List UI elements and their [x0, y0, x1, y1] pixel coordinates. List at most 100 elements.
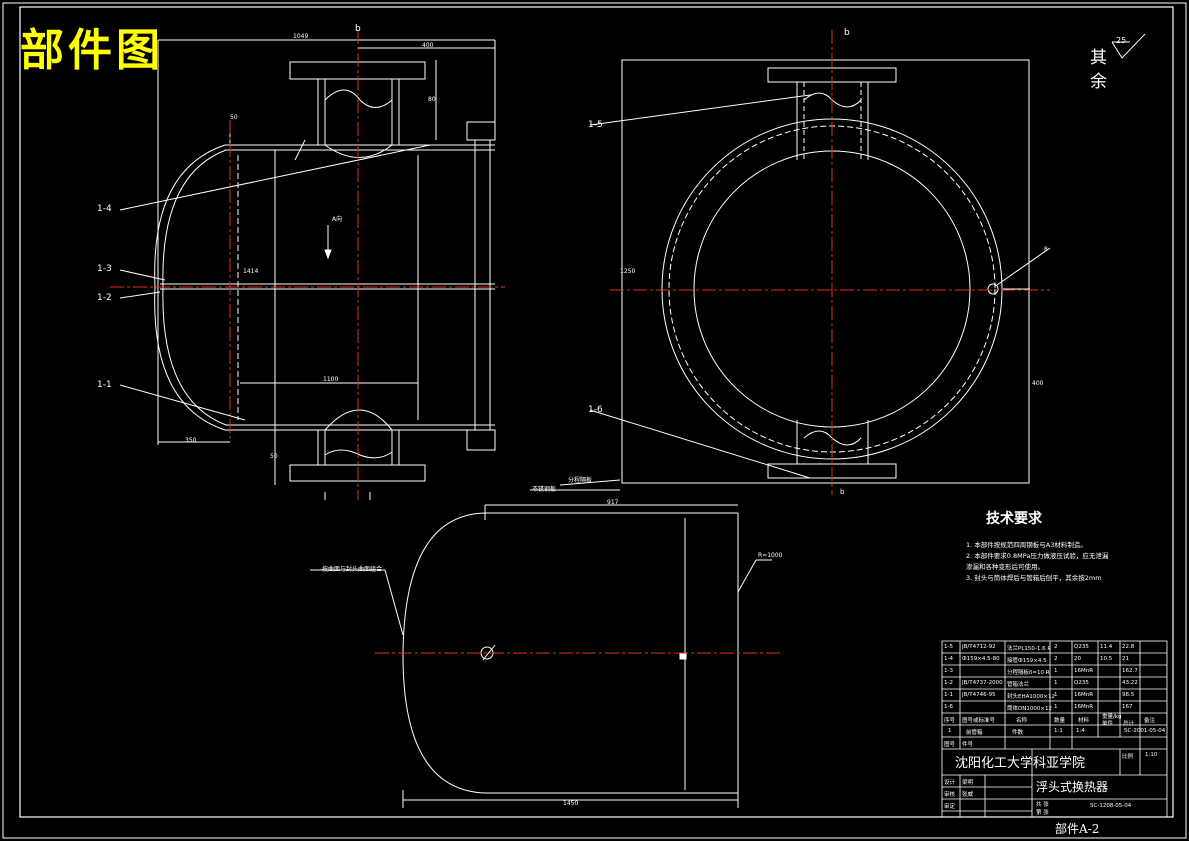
section-mark-left: b — [355, 24, 361, 34]
lower-cell: 1:4 — [1076, 728, 1085, 734]
dim-left-small: 50 — [230, 114, 238, 121]
bom-cell: Q235 — [1074, 644, 1089, 650]
bom-header-cell: 单件 — [1102, 721, 1114, 727]
sheet-code: SC-1208-05-04 — [1090, 803, 1132, 809]
bom-cell: 21 — [1122, 656, 1129, 662]
dim-bottom-width: 1450 — [563, 800, 579, 807]
dim-nozzle-height: 80 — [428, 96, 436, 103]
part-name: 部件A-2 — [1055, 822, 1100, 836]
bom-cell: 1-3 — [944, 668, 953, 674]
tech-requirements-title: 技术要求 — [986, 511, 1042, 527]
title-block-grid — [941, 640, 1168, 818]
bom-cell: 11.4 — [1100, 644, 1113, 650]
bom-cell: 98.5 — [1122, 692, 1135, 698]
dim-bottom-radius: R=1000 — [758, 552, 783, 559]
bom-cell: 10.5 — [1100, 656, 1113, 662]
bom-cell: 1-5 — [944, 644, 953, 650]
bom-header-cell: 备注 — [1144, 718, 1156, 724]
reviewer-name: 张威 — [962, 792, 974, 798]
bom-cell: 封头EHA1000×12 — [1007, 694, 1055, 700]
bom-cell: 筒体DN1000×12 — [1007, 706, 1052, 712]
dim-weld-right: 8 — [1044, 246, 1048, 253]
dim-top-total: 1049 — [293, 33, 309, 40]
lower-cell: 1 — [948, 728, 952, 734]
bom-cell: 2 — [1054, 644, 1058, 650]
mass-header: 重量/kg — [1102, 714, 1122, 720]
dim-height-main: 1414 — [243, 268, 259, 275]
roughness-value: 25 — [1116, 36, 1127, 45]
dim-bottom-top-width: 917 — [607, 499, 619, 506]
bom-cell: 1 — [1054, 680, 1058, 686]
bom-cell: Ф159×4.5-80 — [962, 656, 1000, 662]
lower-cell: 1:1 — [1054, 728, 1063, 734]
bom-cell: 16MnR — [1074, 704, 1094, 710]
callout-1-6: 1-6 — [588, 405, 603, 415]
callout-1-2: 1-2 — [97, 293, 112, 303]
fill-label: 审核 — [944, 792, 956, 798]
sheet-number: 第 张 — [1036, 810, 1049, 816]
school-name: 沈阳化工大学科亚学院 — [955, 756, 1086, 771]
note-partition: 分程隔板 — [568, 477, 593, 484]
section-mark-right: b — [844, 28, 850, 38]
bom-cell: 22.8 — [1122, 644, 1135, 650]
callout-1-1: 1-1 — [97, 380, 112, 390]
bom-cell: 1 — [1054, 692, 1058, 698]
bom-cell: 法兰PL150-1.6 R — [1007, 646, 1052, 652]
bom-cell: 管箱法兰 — [1007, 682, 1030, 688]
bom-cell: 1-2 — [944, 680, 953, 686]
view-arrow-label: A向 — [332, 216, 343, 223]
callout-1-3: 1-3 — [97, 264, 112, 274]
bom-cell: 162.7 — [1122, 668, 1138, 674]
front-section-view — [110, 30, 505, 500]
bom-header-cell: 材料 — [1078, 718, 1090, 724]
bom-cell: 16MnR — [1074, 668, 1094, 674]
drawing-title: 部件图 — [20, 25, 164, 76]
designer-name: 梁明 — [962, 780, 974, 786]
end-view — [589, 30, 1146, 495]
section-mark-bottom: b — [840, 488, 845, 496]
drawing-name: 浮头式换热器 — [1036, 780, 1109, 794]
dim-left-bottom: 350 — [185, 437, 197, 444]
bom-header-cell: 总计 — [1123, 721, 1135, 727]
bom-cell: JB/T4737-2000 — [962, 680, 1003, 686]
bom-cell: 43.22 — [1122, 680, 1138, 686]
fill-label: 审定 — [944, 804, 956, 810]
scale-label: 比例 — [1122, 754, 1134, 760]
bom-cell: 1-1 — [944, 692, 953, 698]
bom-cell: 167 — [1122, 704, 1133, 710]
bom-header-cell: 序号 — [944, 718, 956, 724]
lower-cell: 件数 — [1012, 730, 1024, 736]
roughness-label: 其余 — [1090, 48, 1107, 92]
drawing-number: SC-2001-05-04 — [1124, 728, 1166, 734]
dim-bottom-small: 50 — [270, 453, 278, 460]
bom-cell: 1-4 — [944, 656, 953, 662]
bom-cell: 接管Ф159×4.5 — [1007, 658, 1047, 664]
bom-cell: 2 — [1054, 656, 1058, 662]
bom-header-cell: 图号或标准号 — [962, 718, 996, 724]
tech-requirement-item: 2. 本部件要求0.8MPa压力做液压试验，应无泄漏 — [966, 552, 1109, 560]
bom-cell: 16MnR — [1074, 692, 1094, 698]
sheet-count: 共 张 — [1036, 802, 1049, 808]
tech-requirement-item: 渗漏和各种变形后可使用。 — [966, 563, 1044, 571]
callout-1-5: 1-5 — [588, 120, 603, 130]
tech-requirement-item: 3. 封头与筒体焊后与管箱后刨平，其余按2mm — [966, 574, 1102, 582]
bom-cell: Q235 — [1074, 680, 1089, 686]
dim-inner-length: 1100 — [323, 376, 339, 383]
note-stainless: 不锈钢板 — [532, 486, 557, 493]
scale-value: 1:10 — [1145, 752, 1158, 758]
bom-header-cell: 数量 — [1054, 718, 1066, 724]
bom-cell: JB/T4712-92 — [962, 644, 996, 650]
dim-top-nozzle: 400 — [422, 42, 434, 49]
dim-right-height: 1250 — [620, 268, 636, 275]
bom-cell: 1-6 — [944, 704, 953, 710]
tech-requirement-item: 1. 本部件按规范四周钢板与A3材料制造。 — [966, 541, 1087, 549]
bom-cell: 1 — [1054, 668, 1058, 674]
lower-cell: 前管箱 — [966, 730, 983, 736]
bom-header-cell: 名称 — [1016, 718, 1028, 724]
partition-plate-view — [310, 479, 780, 808]
callout-1-4: 1-4 — [97, 204, 112, 214]
inner-frame — [19, 6, 1174, 818]
fill-label: 设计 — [944, 780, 956, 786]
